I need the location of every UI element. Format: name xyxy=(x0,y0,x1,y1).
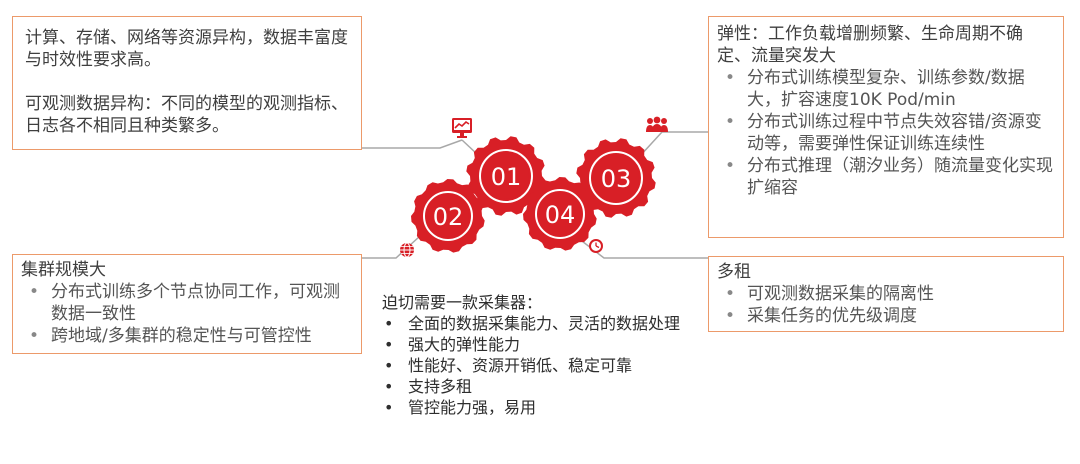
list-item: 性能好、资源开销低、稳定可靠 xyxy=(382,355,702,376)
list-item: 全面的数据采集能力、灵活的数据处理 xyxy=(382,313,702,334)
box4-head: 多租 xyxy=(717,262,751,282)
box2-head: 弹性：工作负载增删频繁、生命周期不确定、流量突发大 xyxy=(717,24,1023,66)
clock-icon xyxy=(589,239,603,253)
gear-03: 03 xyxy=(576,138,656,218)
collector-requirements: 迫切需要一款采集器： 全面的数据采集能力、灵活的数据处理 强大的弹性能力 性能好… xyxy=(382,292,702,418)
box-multi-tenancy: 多租 可观测数据采集的隔离性 采集任务的优先级调度 xyxy=(708,256,1064,332)
globe-icon xyxy=(400,242,414,258)
list-item: 可观测数据采集的隔离性 xyxy=(717,283,1055,305)
people-group-icon xyxy=(646,116,668,132)
gear-ring xyxy=(535,189,585,239)
list-item: 跨地域/多集群的稳定性与可管控性 xyxy=(21,325,353,347)
gear-center xyxy=(539,193,581,235)
summary-head: 迫切需要一款采集器： xyxy=(382,293,543,312)
gear-ring xyxy=(423,191,473,241)
connector-bottom-right xyxy=(577,237,708,259)
connector-bottom-left xyxy=(362,235,421,259)
list-item: 分布式训练多个节点协同工作，可观测数据一致性 xyxy=(21,281,353,325)
connector-top-right xyxy=(639,131,708,157)
gear-center xyxy=(593,155,639,201)
list-item: 分布式训练过程中节点失效容错/资源变动等，需要弹性保证训练连续性 xyxy=(717,111,1055,155)
gear-center xyxy=(483,153,529,199)
gear-number: 02 xyxy=(433,203,464,231)
gear-ring xyxy=(479,149,533,203)
gear-center xyxy=(427,195,469,237)
list-item: 采集任务的优先级调度 xyxy=(717,305,1055,327)
box-elasticity: 弹性：工作负载增删频繁、生命周期不确定、流量突发大 分布式训练模型复杂、训练参数… xyxy=(708,16,1064,238)
list-item: 分布式训练模型复杂、训练参数/数据大，扩容速度10K Pod/min xyxy=(717,67,1055,111)
box-resource-heterogeneity: 计算、存储、网络等资源异构，数据丰富度与时效性要求高。 可观测数据异构：不同的模… xyxy=(12,16,362,150)
connector-top-left xyxy=(362,139,463,149)
box-cluster-scale: 集群规模大 分布式训练多个节点协同工作，可观测数据一致性 跨地域/多集群的稳定性… xyxy=(12,254,362,354)
box1-line1: 计算、存储、网络等资源异构，数据丰富度与时效性要求高。 xyxy=(25,28,348,70)
list-item: 分布式推理（潮汐业务）随流量变化实现扩缩容 xyxy=(717,155,1055,199)
gear-ring xyxy=(589,151,643,205)
box3-head: 集群规模大 xyxy=(21,260,106,280)
list-item: 支持多租 xyxy=(382,376,702,397)
list-item: 管控能力强，易用 xyxy=(382,397,702,418)
monitor-chart-icon xyxy=(452,118,472,138)
gear-02: 02 xyxy=(411,179,485,253)
gear-number: 01 xyxy=(491,163,522,191)
gear-number: 03 xyxy=(601,165,632,193)
gear-number: 04 xyxy=(545,201,576,229)
gear-04: 04 xyxy=(523,177,597,251)
list-item: 强大的弹性能力 xyxy=(382,334,702,355)
box1-line2: 可观测数据异构：不同的模型的观测指标、日志各不相同且种类繁多。 xyxy=(25,94,348,136)
gear-01: 01 xyxy=(466,136,546,216)
